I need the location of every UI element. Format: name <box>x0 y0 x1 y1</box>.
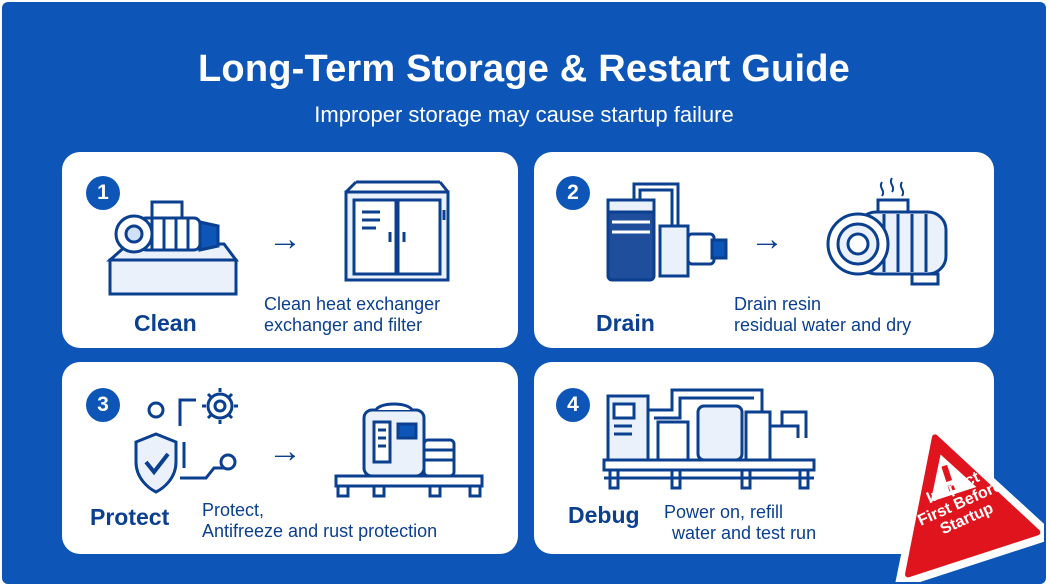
step-description-line: water and test run <box>672 523 817 543</box>
arrow-right-icon: → <box>750 220 784 258</box>
step-name: Clean <box>134 310 197 336</box>
arrow-right-icon: → <box>268 220 302 258</box>
step-description: Drain resin residual water and dry <box>734 294 911 336</box>
step-card-drain: 2 → <box>534 152 994 348</box>
step-description-line: Protect, <box>202 500 265 520</box>
filtration-unit-icon <box>334 402 484 498</box>
step-number-badge: 2 <box>556 176 590 210</box>
warning-triangle-icon <box>895 422 1044 582</box>
step-name: Debug <box>568 502 640 528</box>
step-card-debug: 4 Debug Power on, refill water and tes <box>534 362 994 554</box>
step-number-badge: 1 <box>86 176 120 210</box>
step-description-line: Power on, refill <box>664 502 784 522</box>
step-card-clean: 1 → <box>62 152 518 348</box>
system-piping-icon <box>602 388 816 490</box>
tank-pump-icon <box>606 182 728 282</box>
step-number-badge: 4 <box>556 388 590 422</box>
step-description-line: residual water and dry <box>734 315 912 335</box>
step-description: Protect, Antifreeze and rust protection <box>202 500 437 542</box>
step-number-badge: 3 <box>86 388 120 422</box>
step-description-line: Drain resin <box>734 294 822 314</box>
arrow-right-icon: → <box>268 432 302 470</box>
step-description: Clean heat exchanger exchanger and filte… <box>264 294 440 336</box>
shield-gear-icon <box>134 388 238 494</box>
motor-icon <box>106 200 239 296</box>
pump-motor-icon <box>826 177 948 286</box>
step-description-line: exchanger and filter <box>264 315 423 335</box>
step-description: Power on, refill water and test run <box>664 502 816 544</box>
step-card-protect: 3 → <box>62 362 518 554</box>
page-title: Long-Term Storage & Restart Guide <box>198 48 850 90</box>
step-description-line: Antifreeze and rust protection <box>202 521 438 541</box>
cabinet-icon <box>344 180 450 282</box>
step-description-line: Clean heat exchanger <box>264 294 441 314</box>
page-subtitle: Improper storage may cause startup failu… <box>314 102 734 127</box>
step-name: Protect <box>90 504 170 530</box>
step-name: Drain <box>596 310 655 336</box>
